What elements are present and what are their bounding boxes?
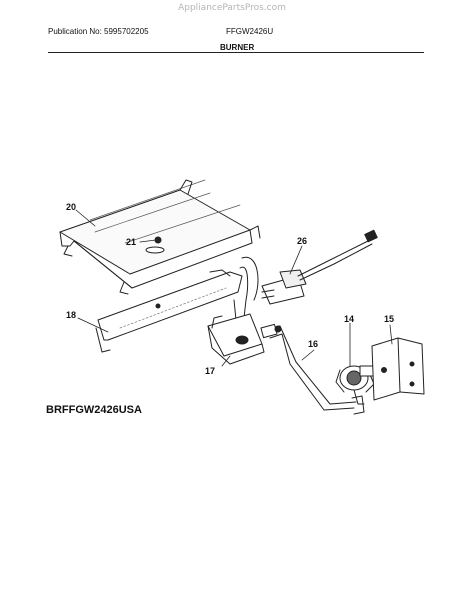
burner-tube-part bbox=[95, 269, 243, 353]
publication-number: Publication No: 5995702205 bbox=[48, 27, 149, 36]
callout-20: 20 bbox=[66, 202, 76, 212]
callout-18: 18 bbox=[66, 310, 76, 320]
model-number: FFGW2426U bbox=[226, 27, 274, 36]
site-watermark: AppliancePartsPros.com bbox=[178, 3, 286, 13]
burner-shield-part bbox=[59, 179, 261, 295]
diagram-code: BRFFGW2426USA bbox=[46, 404, 142, 416]
callout-14: 14 bbox=[344, 314, 354, 324]
callout-15: 15 bbox=[384, 314, 394, 324]
valve-part bbox=[335, 365, 375, 405]
callout-16: 16 bbox=[308, 339, 318, 349]
callout-21: 21 bbox=[126, 237, 136, 247]
gas-tube-part bbox=[260, 323, 365, 415]
valve-bracket-part bbox=[371, 337, 425, 401]
orifice-holder-part bbox=[207, 313, 265, 365]
section-title: BURNER bbox=[220, 43, 255, 52]
header-rule bbox=[48, 52, 424, 53]
callout-26: 26 bbox=[297, 236, 307, 246]
callout-17: 17 bbox=[205, 366, 215, 376]
leader-lines bbox=[75, 209, 393, 367]
igniter-part bbox=[233, 229, 378, 321]
